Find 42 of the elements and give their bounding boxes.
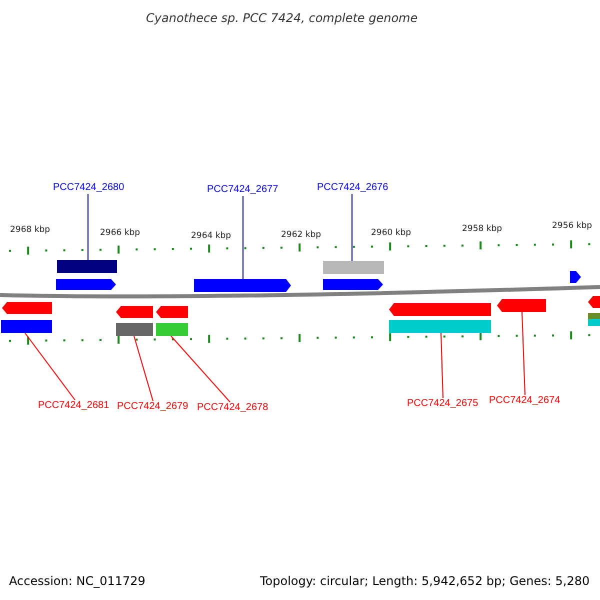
scale-label: 2966 kbp [100, 227, 140, 239]
gene-feature [57, 260, 117, 273]
gene-label: PCC7424_2679 [117, 401, 190, 413]
gene-feature [497, 299, 546, 312]
scale-label: 2958 kbp [462, 223, 502, 235]
gene-feature [570, 271, 581, 283]
gene-label: PCC7424_2674 [489, 395, 562, 407]
gene-feature [389, 303, 491, 316]
accession-text: Accession: NC_011729 [9, 575, 146, 587]
gene-label: PCC7424_2680 [53, 182, 127, 194]
gene-feature [194, 279, 291, 292]
chart-title: Cyanothece sp. PCC 7424, complete genome [146, 11, 418, 25]
scale-label: 2962 kbp [281, 229, 322, 241]
leader-line [170, 336, 230, 402]
gene-feature [116, 323, 153, 336]
gene-label: PCC7424_2681 [38, 400, 111, 412]
leader-line [242, 196, 244, 280]
leader-line [440, 332, 444, 398]
gene-feature [389, 320, 491, 333]
gene-label: PCC7424_2678 [197, 402, 270, 414]
scale-label: 2968 kbp [10, 224, 50, 236]
leader-line [134, 336, 154, 402]
gene-label: PCC7424_2676 [317, 182, 391, 194]
gene-label: PCC7424_2675 [407, 398, 480, 410]
gene-feature [156, 306, 188, 318]
scale-label: 2960 kbp [371, 227, 412, 239]
gene-feature [156, 323, 188, 336]
gene-feature [323, 279, 383, 290]
gene-feature [323, 261, 384, 274]
gene-feature [588, 296, 600, 308]
leader-line [24, 332, 76, 400]
gene-feature [56, 279, 116, 290]
gene-feature [116, 306, 153, 318]
leader-line [522, 312, 526, 396]
gene-feature [588, 313, 600, 319]
genome-info-text: Topology: circular; Length: 5,942,652 bp; Genes: 5,280 [260, 575, 590, 587]
gene-feature [1, 320, 52, 333]
gene-label: PCC7424_2677 [207, 184, 281, 196]
gene-feature [2, 302, 52, 314]
scale-label: 2964 kbp [191, 230, 232, 242]
gene-feature [588, 319, 600, 326]
scale-label: 2956 kbp [552, 220, 592, 232]
